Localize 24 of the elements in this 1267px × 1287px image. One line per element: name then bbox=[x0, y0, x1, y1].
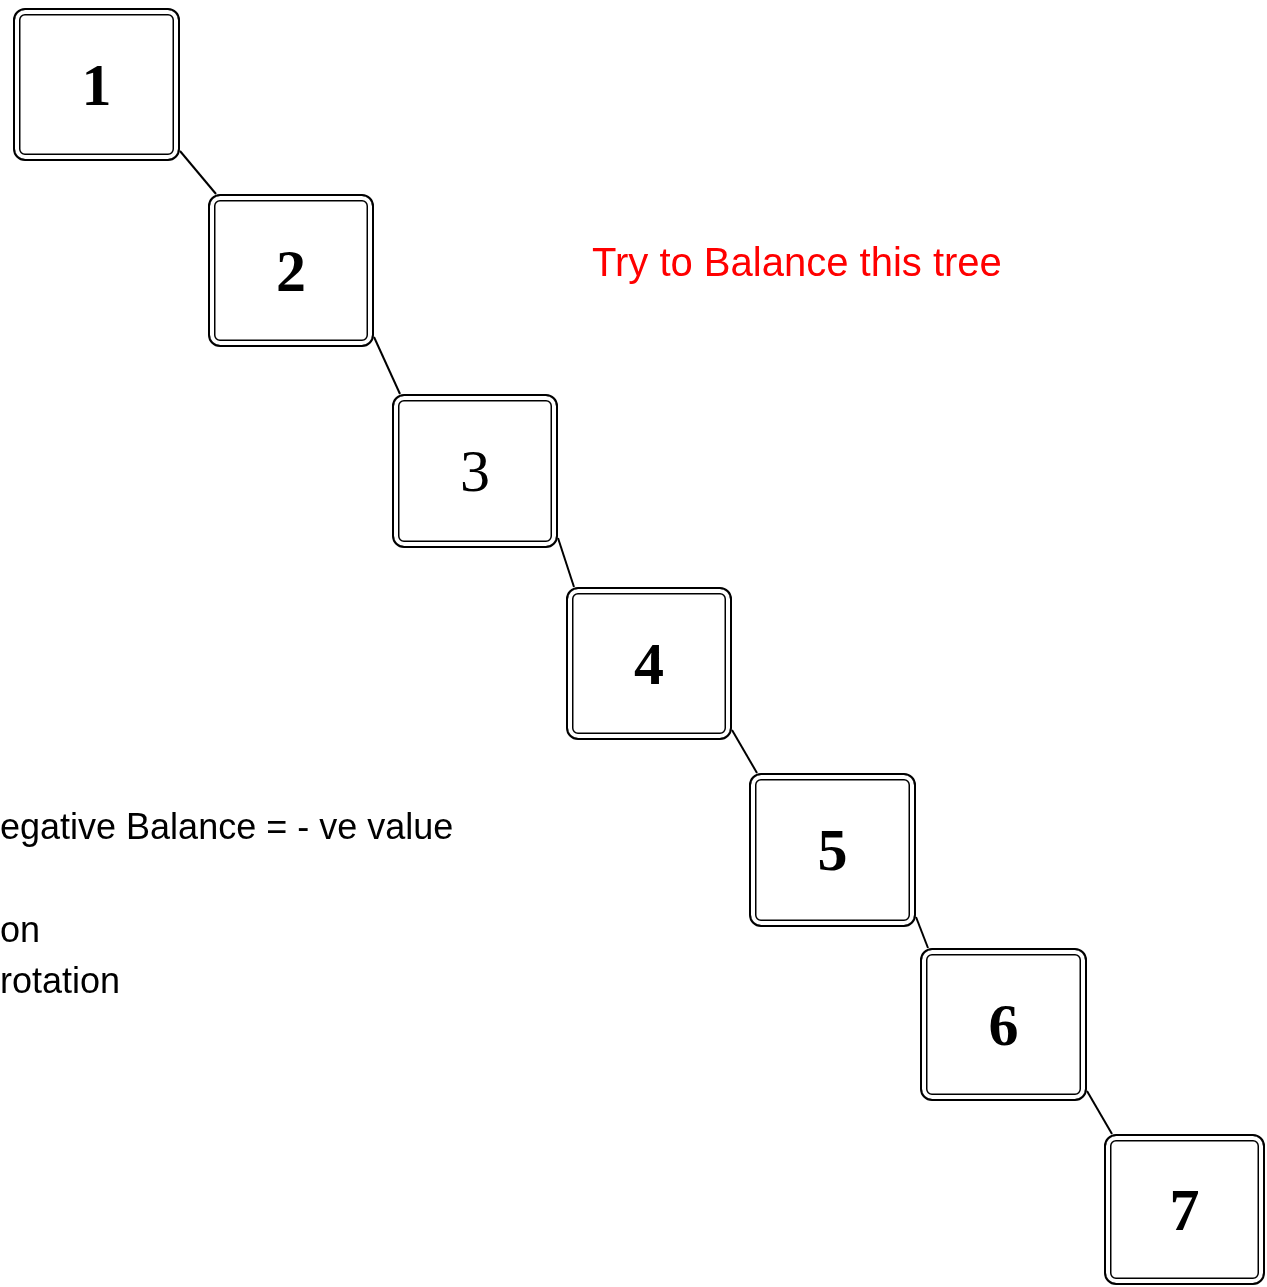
connector-line bbox=[557, 537, 575, 588]
connector-line bbox=[373, 336, 401, 395]
node-number: 3 bbox=[460, 441, 490, 501]
tree-node-box bbox=[208, 194, 374, 347]
connector-line bbox=[731, 729, 758, 774]
note-text: on bbox=[0, 912, 41, 948]
node-number: 1 bbox=[81, 54, 112, 115]
tree-node-box bbox=[566, 587, 732, 740]
node-number: 7 bbox=[1169, 1179, 1200, 1240]
node-number: 4 bbox=[634, 633, 664, 694]
tree-node-box bbox=[392, 394, 558, 548]
connector-line bbox=[915, 916, 929, 949]
node-number: 5 bbox=[817, 820, 848, 880]
connector-line bbox=[1086, 1090, 1113, 1135]
tree-node-box bbox=[920, 948, 1087, 1101]
note-text: rotation bbox=[0, 963, 121, 999]
node-number: 6 bbox=[988, 994, 1019, 1055]
tree-node-box bbox=[1104, 1134, 1265, 1285]
node-number: 2 bbox=[276, 240, 306, 301]
connector-line bbox=[179, 150, 217, 195]
tree-node-box bbox=[13, 8, 180, 161]
tree-node-box bbox=[749, 773, 916, 927]
note-text: egative Balance = - ve value bbox=[0, 809, 454, 845]
note-text: Try to Balance this tree bbox=[592, 242, 1002, 282]
